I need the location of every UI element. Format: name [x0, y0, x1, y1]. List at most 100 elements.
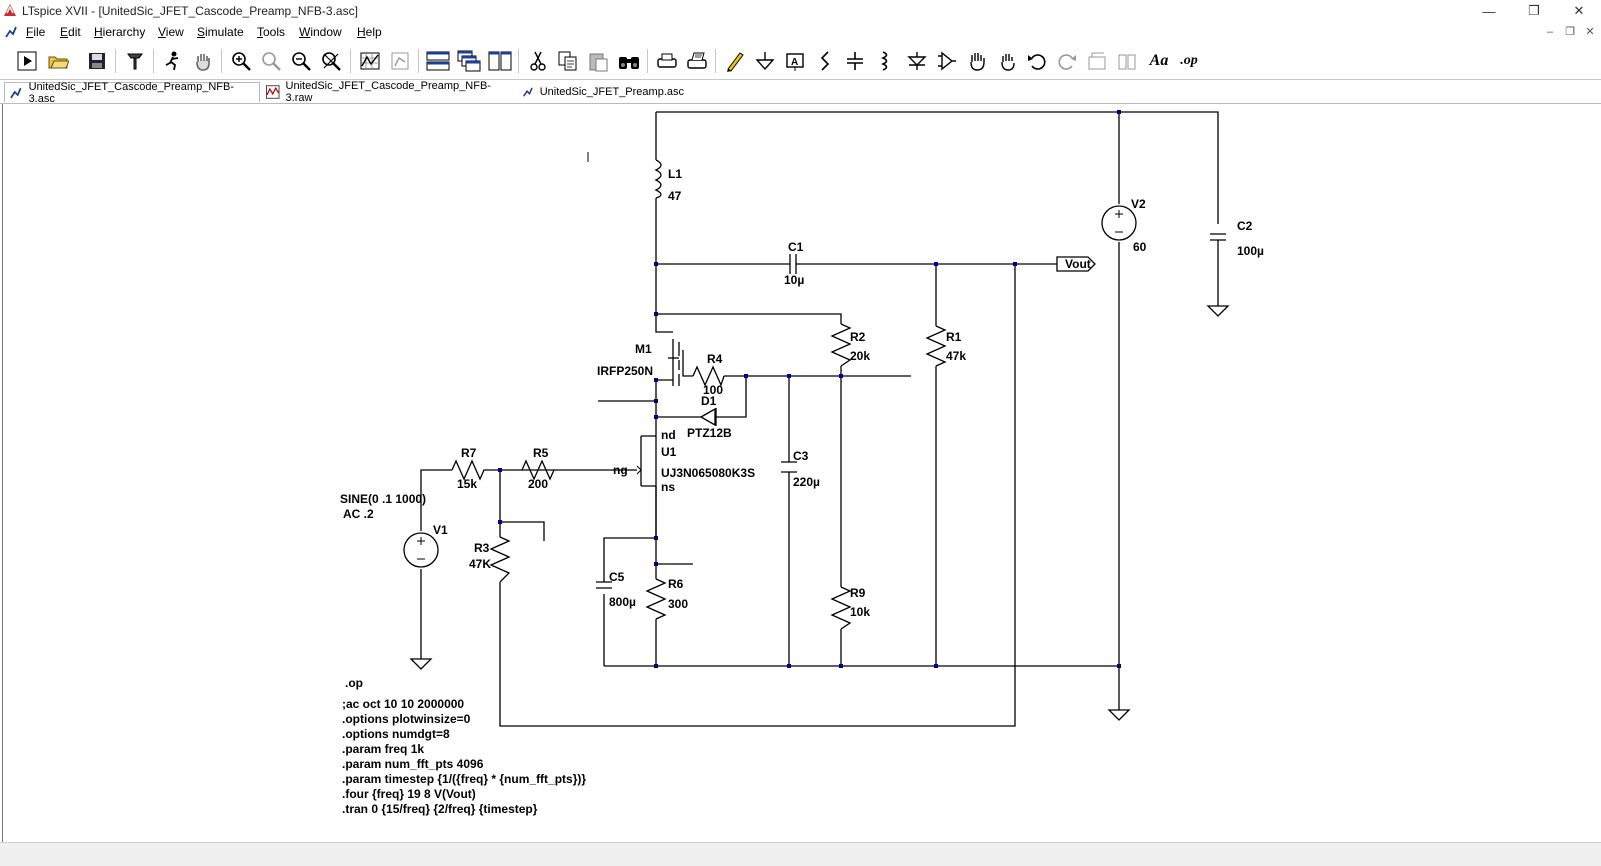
junction-dot: [498, 468, 502, 472]
menu-window-mnemonic: W: [299, 25, 311, 39]
open-button[interactable]: [45, 48, 71, 74]
junction-dot: [1117, 110, 1121, 114]
inductor-button[interactable]: [872, 48, 898, 74]
auto-range-button[interactable]: [387, 48, 413, 74]
zoom-full-button[interactable]: [258, 48, 284, 74]
label-net-button[interactable]: A: [782, 48, 808, 74]
u1-gate-arrow: [636, 465, 642, 475]
components[interactable]: [403, 159, 1230, 721]
d1-value: PTZ12B: [687, 426, 732, 440]
zoom-in-button[interactable]: [228, 48, 254, 74]
menu-tools-mnemonic: T: [257, 25, 263, 39]
tab-waveform-nfb3[interactable]: UnitedSic_JFET_Cascode_Preamp_NFB-3.raw: [262, 80, 516, 104]
junction-dot: [654, 262, 658, 266]
minimize-button[interactable]: —: [1466, 0, 1512, 22]
mirror-button[interactable]: [1114, 48, 1140, 74]
zoom-cancel-button[interactable]: [318, 48, 344, 74]
tile-vertical-button[interactable]: [487, 48, 513, 74]
paste-icon: [589, 53, 608, 72]
diode-button[interactable]: [904, 48, 930, 74]
u1-pin-ns: ns: [661, 480, 675, 494]
run-icon: [17, 51, 37, 71]
junction-dot: [744, 374, 748, 378]
menu-window[interactable]: Window: [299, 25, 342, 39]
menu-edit[interactable]: Edit: [60, 25, 81, 39]
move-button[interactable]: [964, 48, 990, 74]
mdi-close-button[interactable]: ✕: [1585, 26, 1595, 38]
cascade-icon: [457, 50, 481, 72]
wires[interactable]: [420, 111, 1219, 727]
component-button[interactable]: [934, 48, 960, 74]
rotate-button[interactable]: [1084, 48, 1110, 74]
mdi-restore-button[interactable]: ❐: [1565, 26, 1575, 38]
m1-name: M1: [635, 342, 652, 356]
junction-dot: [787, 374, 791, 378]
capacitor-button[interactable]: [842, 48, 868, 74]
text-button[interactable]: Aa: [1146, 48, 1172, 74]
tile-horizontal-button[interactable]: [425, 48, 451, 74]
menu-edit-label: dit: [68, 25, 81, 39]
copy-button[interactable]: [555, 48, 581, 74]
r6-name: R6: [668, 577, 684, 591]
junction-dot: [654, 378, 658, 382]
pan-button[interactable]: [190, 48, 216, 74]
zoom-cancel-icon: [322, 52, 341, 71]
halt-button[interactable]: [160, 48, 186, 74]
menu-help[interactable]: Help: [357, 25, 382, 39]
redo-button[interactable]: [1054, 48, 1080, 74]
spice-directive-button[interactable]: .op: [1176, 48, 1202, 74]
text-icon: Aa: [1149, 52, 1169, 69]
capacitor-c2: [1210, 233, 1226, 306]
mdi-minimize-button[interactable]: –: [1546, 26, 1554, 38]
resistor-icon: [820, 51, 830, 71]
drag-hand-icon: [1001, 54, 1015, 71]
control-panel-icon: [127, 53, 143, 70]
c3-name: C3: [793, 449, 809, 463]
draw-wire-button[interactable]: [722, 48, 748, 74]
close-button[interactable]: ✕: [1556, 0, 1601, 22]
spice-directives[interactable]: .op ;ac oct 10 10 2000000 .options plotw…: [342, 676, 586, 816]
print-button[interactable]: [684, 48, 710, 74]
schematic-canvas[interactable]: L1 47 C1 10µ V2 60 C2 100µ Vout R1 47k R…: [2, 104, 1601, 842]
toolbar-separator: [350, 49, 351, 73]
tab-schematic-preamp[interactable]: UnitedSic_JFET_Preamp.asc: [518, 82, 690, 102]
cut-icon: [530, 51, 546, 71]
control-panel-button[interactable]: [122, 48, 148, 74]
r9-name: R9: [850, 586, 866, 600]
v1-value-ac: AC .2: [343, 507, 374, 521]
paste-button[interactable]: [586, 48, 612, 74]
tab-schematic-nfb3[interactable]: UnitedSic_JFET_Cascode_Preamp_NFB-3.asc: [4, 81, 260, 105]
run-button[interactable]: [14, 48, 40, 74]
menu-hierarchy[interactable]: Hierarchy: [94, 25, 145, 39]
schematic-drawing[interactable]: L1 47 C1 10µ V2 60 C2 100µ Vout R1 47k R…: [3, 104, 1601, 842]
plot-button[interactable]: [357, 48, 383, 74]
drag-button[interactable]: [994, 48, 1020, 74]
menu-file[interactable]: File: [26, 25, 45, 39]
print-setup-button[interactable]: [654, 48, 680, 74]
r7-value: 15k: [457, 477, 477, 491]
ltspice-app-icon: [4, 4, 16, 16]
copy-icon: [558, 51, 577, 71]
undo-button[interactable]: [1024, 48, 1050, 74]
u1-pin-ng: ng: [613, 463, 628, 477]
junction-dot: [1013, 262, 1017, 266]
r4-value: 100: [703, 383, 723, 397]
menu-view[interactable]: View: [158, 25, 184, 39]
junction-dot: [787, 664, 791, 668]
menu-simulate[interactable]: Simulate: [197, 25, 244, 39]
schematic-icon: [10, 87, 22, 98]
menu-tools[interactable]: Tools: [257, 25, 285, 39]
cut-button[interactable]: [525, 48, 551, 74]
ground-button[interactable]: [752, 48, 778, 74]
resistor-button[interactable]: [812, 48, 838, 74]
d1-name: D1: [701, 394, 717, 408]
zoom-out-button[interactable]: [288, 48, 314, 74]
u1-name: U1: [661, 445, 677, 459]
schematic-doc-icon[interactable]: [4, 25, 18, 39]
component-labels[interactable]: L1 47 C1 10µ V2 60 C2 100µ Vout R1 47k R…: [340, 167, 1264, 619]
save-button[interactable]: [84, 48, 110, 74]
restore-button[interactable]: ❐: [1511, 0, 1557, 22]
open-icon: [48, 56, 69, 69]
find-button[interactable]: [616, 48, 642, 74]
cascade-button[interactable]: [456, 48, 482, 74]
